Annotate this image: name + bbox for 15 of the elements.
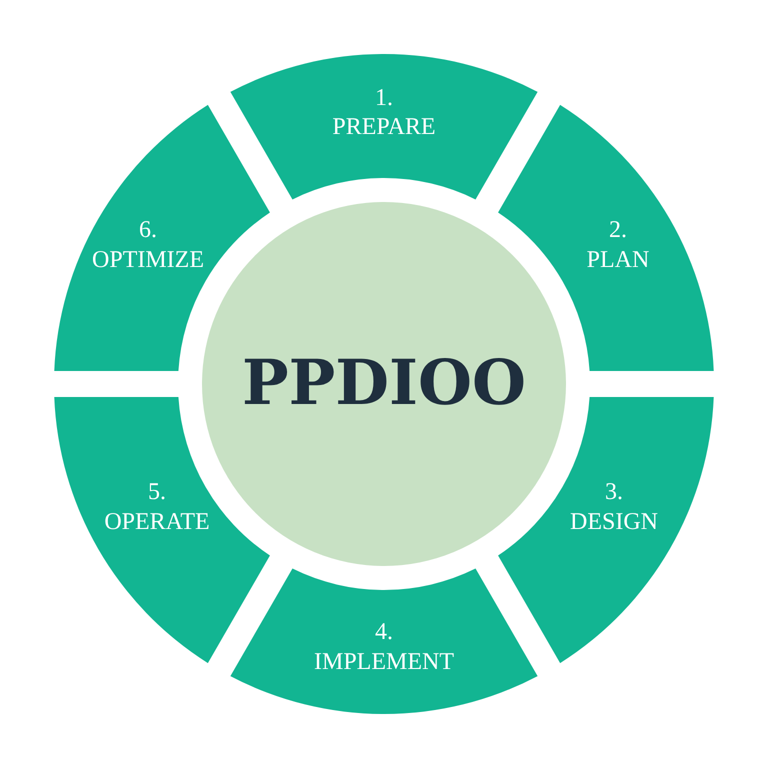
step-label: PLAN <box>586 248 650 272</box>
step-label: OPTIMIZE <box>92 248 204 272</box>
step-label: PREPARE <box>332 115 436 139</box>
step-label: IMPLEMENT <box>314 650 454 674</box>
step-label: DESIGN <box>570 510 658 534</box>
step-number: 5. <box>148 480 166 504</box>
step-number: 4. <box>375 620 393 644</box>
step-label: OPERATE <box>104 510 210 534</box>
step-number: 2. <box>609 218 627 242</box>
step-number: 6. <box>139 218 157 242</box>
ring-segment <box>230 54 538 200</box>
center-title: PPDIOO <box>242 352 526 414</box>
ring-segment <box>230 568 538 714</box>
step-number: 1. <box>375 86 393 110</box>
step-number: 3. <box>605 480 623 504</box>
